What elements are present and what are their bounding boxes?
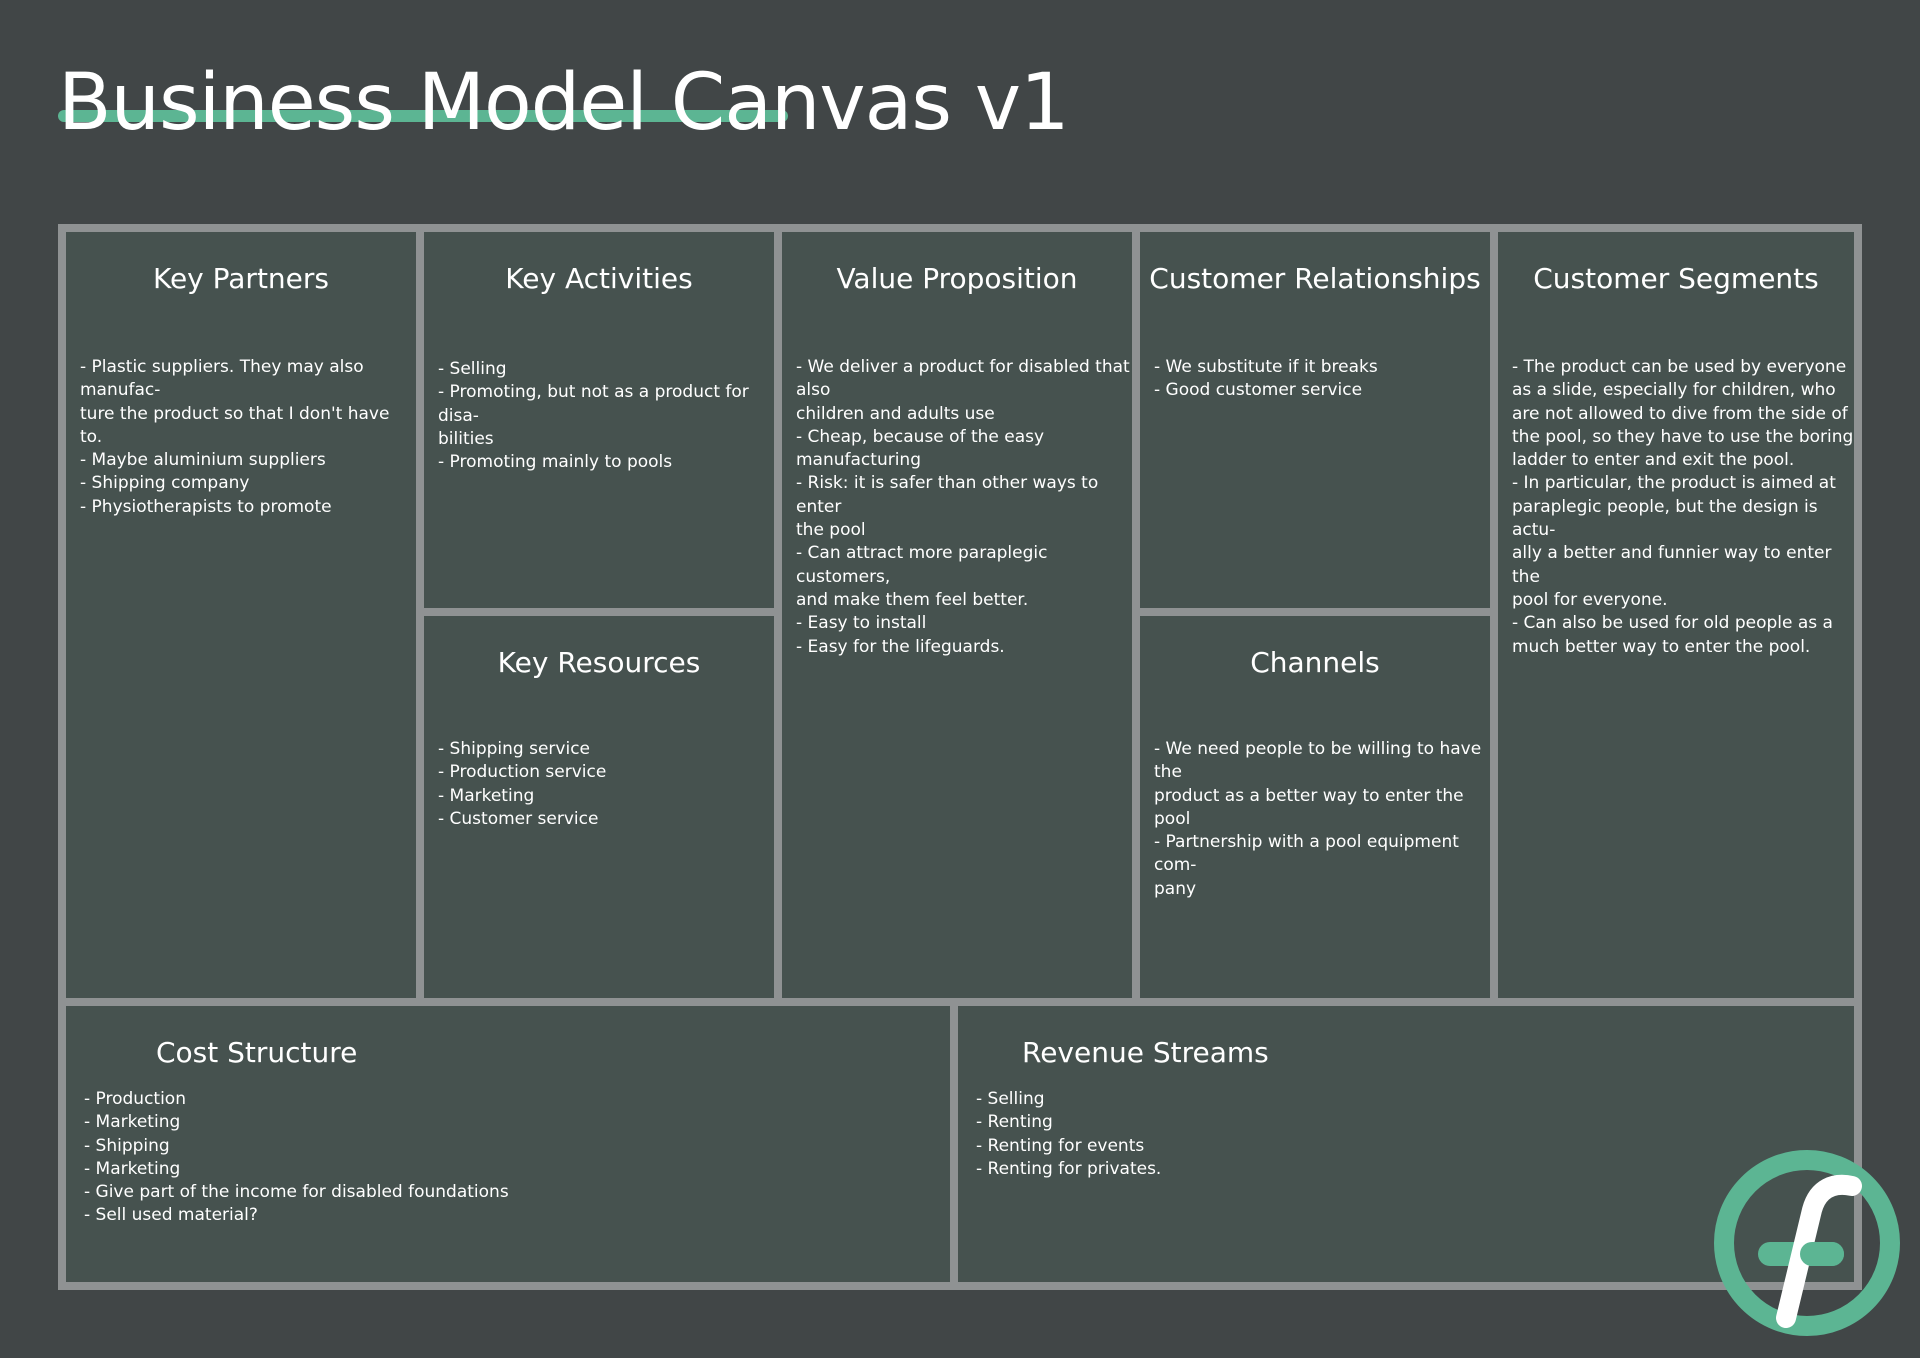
block-text: - Shipping service - Production service … <box>438 739 607 829</box>
block-cost-structure: Cost Structure - Production - Marketing … <box>66 1006 950 1282</box>
block-text: - We substitute if it breaks - Good cust… <box>1154 357 1378 401</box>
block-title: Channels <box>1250 646 1380 679</box>
canvas-frame: Key Partners - Plastic suppliers. They m… <box>58 224 1862 1290</box>
block-text: - Production - Marketing - Shipping - Ma… <box>84 1089 509 1226</box>
block-text: - Selling - Renting - Renting for events… <box>976 1089 1162 1179</box>
block-text: - We need people to be willing to have t… <box>1154 739 1482 899</box>
block-title: Customer Segments <box>1533 262 1819 295</box>
block-title: Key Resources <box>497 646 701 679</box>
block-text: - The product can be used by everyone as… <box>1512 357 1854 657</box>
block-key-resources: Key Resources - Shipping service - Produ… <box>424 616 774 998</box>
block-key-partners: Key Partners - Plastic suppliers. They m… <box>66 232 416 998</box>
block-key-activities: Key Activities - Selling - Promoting, bu… <box>424 232 774 608</box>
block-text: - Selling - Promoting, but not as a prod… <box>438 359 749 473</box>
block-title: Revenue Streams <box>1022 1036 1269 1069</box>
title-area: Business Model Canvas v1 <box>58 58 1070 148</box>
f-circle-logo-icon <box>1714 1150 1900 1336</box>
block-title: Key Activities <box>505 262 693 295</box>
block-title: Cost Structure <box>156 1036 358 1069</box>
block-value-proposition: Value Proposition - We deliver a product… <box>782 232 1132 998</box>
block-customer-segments: Customer Segments - The product can be u… <box>1498 232 1854 998</box>
block-channels: Channels - We need people to be willing … <box>1140 616 1490 998</box>
block-title: Value Proposition <box>836 262 1078 295</box>
page-title: Business Model Canvas v1 <box>58 58 1070 148</box>
block-customer-relationships: Customer Relationships - We substitute i… <box>1140 232 1490 608</box>
block-text: - We deliver a product for disabled that… <box>796 357 1130 657</box>
block-title: Customer Relationships <box>1149 262 1481 295</box>
block-revenue-streams: Revenue Streams - Selling - Renting - Re… <box>958 1006 1854 1282</box>
block-text: - Plastic suppliers. They may also manuf… <box>80 357 390 517</box>
block-title: Key Partners <box>152 262 329 295</box>
title-underline <box>58 110 788 122</box>
